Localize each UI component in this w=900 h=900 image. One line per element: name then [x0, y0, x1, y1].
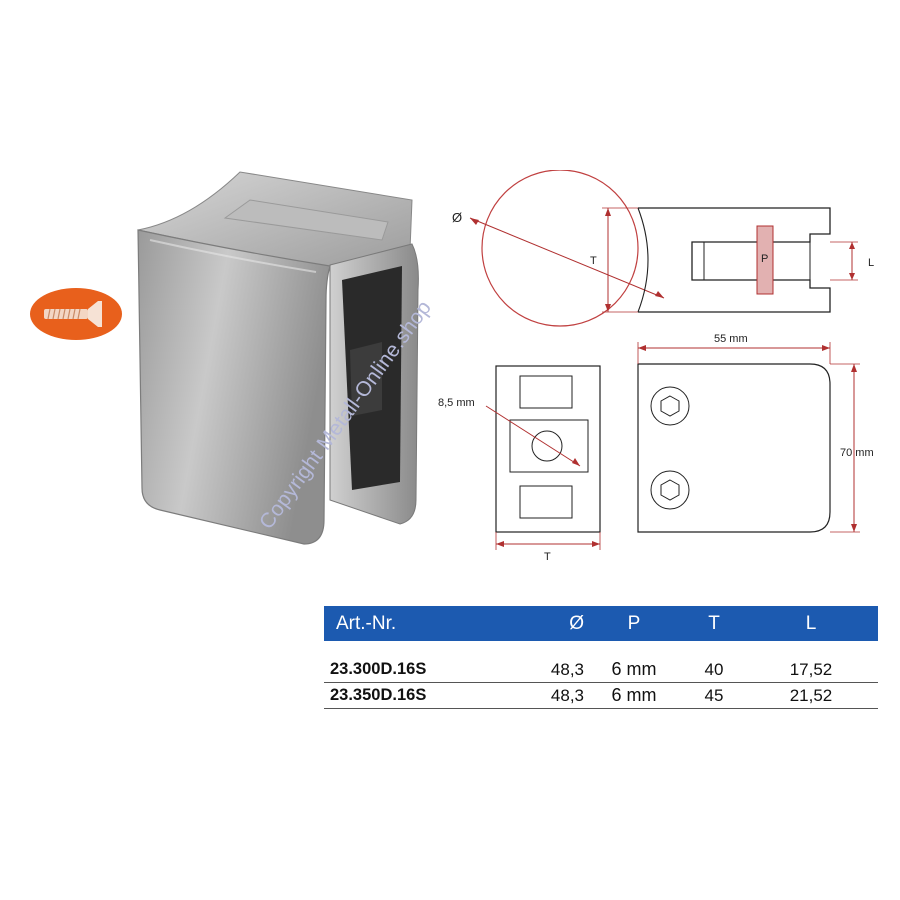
cell-t: 45	[704, 685, 724, 705]
cell-l: 21,52	[789, 685, 833, 705]
width-label: 55 mm	[714, 333, 748, 345]
diameter-symbol: Ø	[452, 210, 462, 225]
diameter-line	[469, 217, 665, 299]
header-diameter: Ø	[569, 612, 584, 634]
bottom-t-label: T	[544, 551, 551, 563]
cell-l: 17,52	[789, 659, 833, 679]
header-l: L	[805, 612, 817, 634]
tube-circle	[481, 170, 639, 327]
p-label: P	[761, 253, 768, 265]
screw-badge	[30, 288, 122, 340]
spec-table: Art.-Nr. Ø P T L 23.300D.16S 48,3 6 mm 4…	[324, 606, 878, 709]
height-label: 70 mm	[840, 447, 874, 459]
cell-art-nr: 23.350D.16S	[330, 686, 427, 704]
table-header: Art.-Nr. Ø P T L	[324, 606, 878, 641]
header-p: P	[627, 612, 641, 634]
front-view	[637, 363, 831, 533]
table-row: 23.350D.16S 48,3 6 mm 45 21,52	[324, 683, 878, 709]
cell-t: 40	[704, 659, 724, 679]
technical-drawing: Ø P T L 8,5 mm T 55 mm 70 mm	[438, 170, 874, 563]
glass-pane	[756, 225, 774, 295]
table-row: 23.300D.16S 48,3 6 mm 40 17,52	[324, 657, 878, 683]
t-label: T	[590, 255, 597, 267]
header-art-nr: Art.-Nr.	[336, 612, 397, 634]
cell-diameter: 48,3	[550, 685, 584, 705]
l-label: L	[868, 257, 874, 269]
cell-p: 6 mm	[611, 685, 657, 705]
cell-art-nr: 23.300D.16S	[330, 660, 427, 678]
end-view	[495, 365, 601, 533]
hex-screw-icon	[650, 470, 690, 510]
product-photo	[137, 171, 419, 545]
cell-diameter: 48,3	[550, 659, 584, 679]
cell-p: 6 mm	[611, 659, 657, 679]
header-t: T	[708, 612, 720, 634]
hex-screw-icon	[650, 386, 690, 426]
countersunk-screw-icon	[44, 301, 102, 327]
hole-label: 8,5 mm	[438, 397, 475, 409]
